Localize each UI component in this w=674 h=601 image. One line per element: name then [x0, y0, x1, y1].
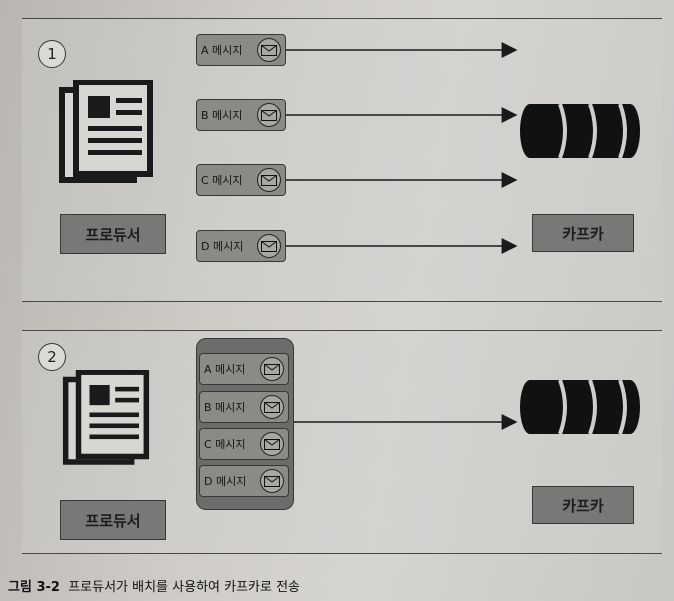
message-b-2: B 메시지 — [199, 391, 289, 423]
message-text: A 메시지 — [201, 44, 243, 57]
envelope-icon — [257, 38, 281, 62]
message-d-1: D 메시지 — [196, 230, 286, 262]
newspaper-icon — [62, 370, 150, 465]
step-number-2: 2 — [38, 343, 66, 371]
envelope-icon — [257, 168, 281, 192]
message-b-1: B 메시지 — [196, 99, 286, 131]
caption-prefix: 그림 3-2 — [8, 580, 60, 595]
kafka-label-2: 카프카 — [532, 486, 634, 524]
disk-stack-icon — [520, 379, 640, 435]
producer-label-1: 프로듀서 — [60, 214, 166, 254]
figure-caption: 그림 3-2 프로듀서가 배치를 사용하여 카프카로 전송 — [8, 576, 300, 595]
newspaper-icon — [59, 80, 153, 183]
message-text: B 메시지 — [204, 401, 246, 414]
message-d-2: D 메시지 — [199, 465, 289, 497]
producer-label-2: 프로듀서 — [60, 500, 166, 540]
caption-text: 프로듀서가 배치를 사용하여 카프카로 전송 — [68, 580, 301, 595]
envelope-icon — [257, 234, 281, 258]
message-text: B 메시지 — [201, 109, 243, 122]
message-a-2: A 메시지 — [199, 353, 289, 385]
message-c-1: C 메시지 — [196, 164, 286, 196]
disk-stack-icon — [520, 103, 640, 159]
message-a-1: A 메시지 — [196, 34, 286, 66]
message-batch: A 메시지 B 메시지 C 메시지 D 메시지 — [196, 338, 294, 510]
message-text: D 메시지 — [204, 475, 247, 488]
message-text: A 메시지 — [204, 363, 246, 376]
envelope-icon — [260, 432, 284, 456]
step-number-1: 1 — [38, 40, 66, 68]
message-text: C 메시지 — [204, 438, 246, 451]
envelope-icon — [260, 469, 284, 493]
message-text: C 메시지 — [201, 174, 243, 187]
message-text: D 메시지 — [201, 240, 244, 253]
envelope-icon — [260, 395, 284, 419]
message-c-2: C 메시지 — [199, 428, 289, 460]
envelope-icon — [260, 357, 284, 381]
kafka-label-1: 카프카 — [532, 214, 634, 252]
envelope-icon — [257, 103, 281, 127]
